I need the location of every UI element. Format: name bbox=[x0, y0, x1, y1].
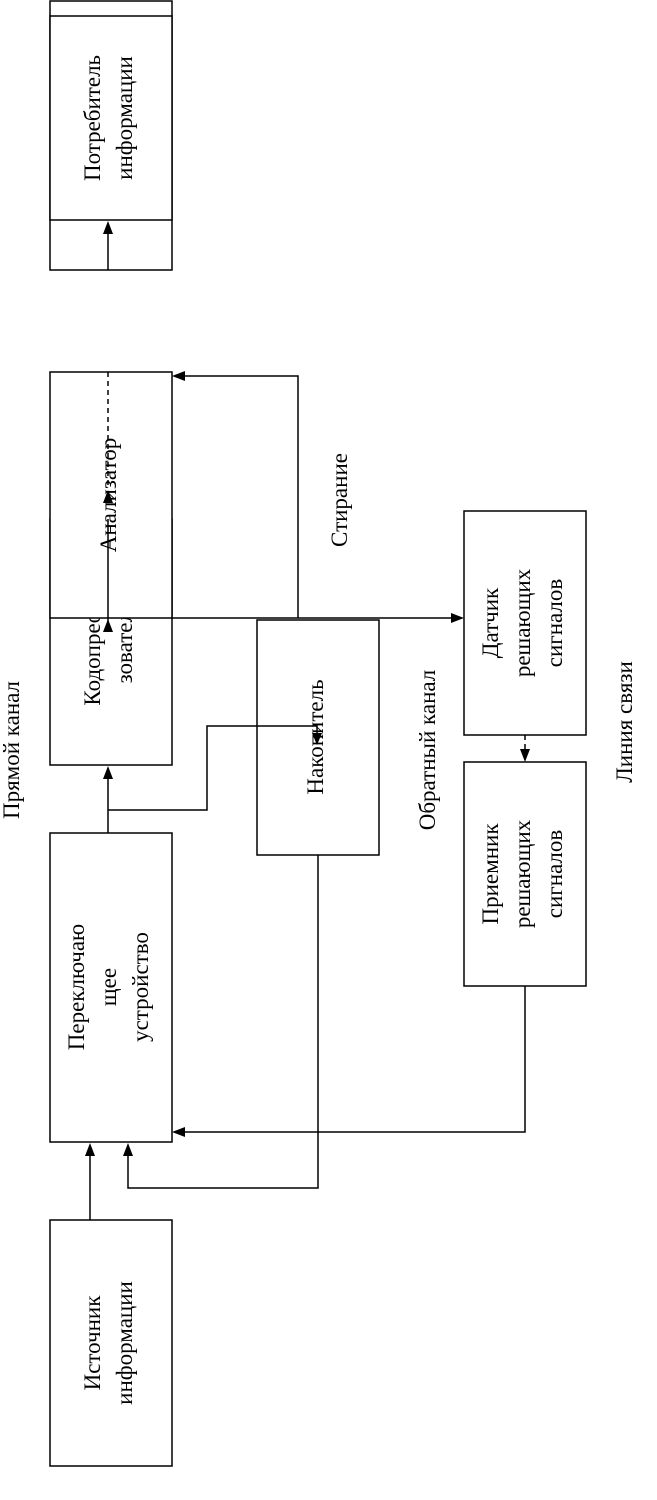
connections bbox=[85, 221, 530, 1220]
forward-channel-label: Прямой канал bbox=[0, 681, 24, 819]
communication-line-label: Линия связи bbox=[612, 661, 637, 783]
analyzer-block: Анализатор bbox=[49, 371, 173, 619]
return-channel-label: Обратный канал bbox=[415, 670, 440, 831]
erasure-label: Стирание bbox=[327, 453, 352, 547]
